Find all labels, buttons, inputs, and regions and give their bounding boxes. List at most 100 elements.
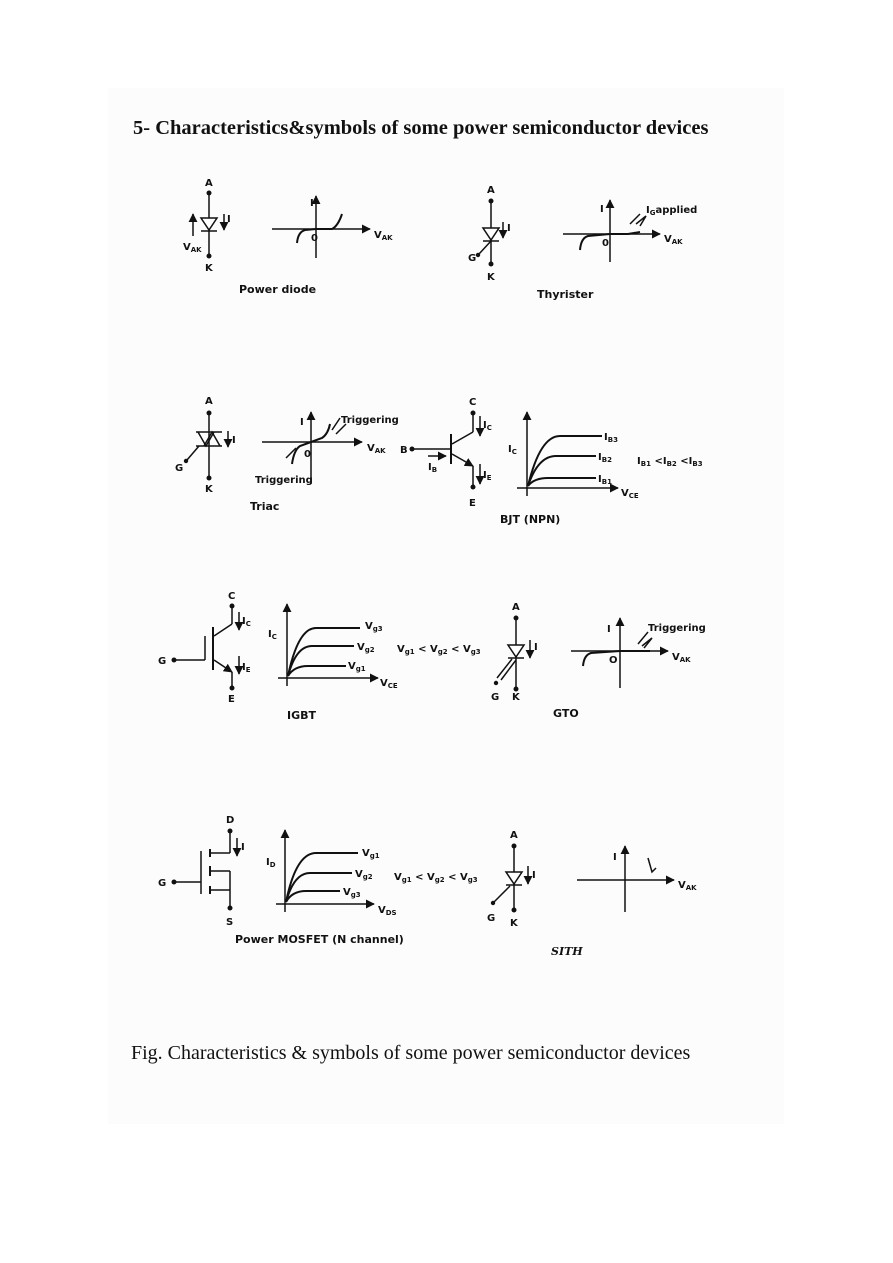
ic-axis-label: IC <box>508 444 517 456</box>
gate-label: G <box>175 463 183 474</box>
gate-label: G <box>158 656 166 667</box>
vg-inequality: Vg1 < Vg2 < Vg3 <box>397 644 481 656</box>
sith-caption: SITH <box>551 945 583 958</box>
vak-axis-label: VAK <box>664 234 683 246</box>
ib-label: IB <box>428 462 437 474</box>
mosfet-panel: D G S I ID Vg1 Vg2 Vg3 VDS Vg1 < Vg2 < V… <box>158 815 478 946</box>
vds-axis-label: VDS <box>378 905 397 917</box>
bjt-panel: C B E IC IE IB IC IB3 IB2 IB1 VCE IB1 <I… <box>400 397 703 526</box>
power-diode-caption: Power diode <box>239 283 316 296</box>
gate-label: G <box>491 692 499 703</box>
anode-label: A <box>487 185 495 196</box>
vg2-label: Vg2 <box>355 869 373 881</box>
vg-inequality: Vg1 < Vg2 < Vg3 <box>394 872 478 884</box>
gate-label: G <box>158 878 166 889</box>
mosfet-caption: Power MOSFET (N channel) <box>235 933 404 946</box>
gto-caption: GTO <box>553 707 579 720</box>
igbt-caption: IGBT <box>287 709 317 722</box>
thyristor-panel: A K G I I 0 IGapplied VAK Thyrister <box>468 185 697 301</box>
power-diode-characteristic: I 0 VAK <box>272 195 393 258</box>
igbt-symbol: C G E IC IE <box>158 591 251 705</box>
triac-characteristic: I 0 Triggering Triggering VAK <box>255 411 399 486</box>
triac-caption: Triac <box>250 500 279 513</box>
emitter-label: E <box>228 694 235 705</box>
origin-label: 0 <box>311 233 318 244</box>
collector-label: C <box>228 591 235 602</box>
vg1-label: Vg1 <box>348 661 366 673</box>
collector-label: C <box>469 397 476 408</box>
vce-axis-label: VCE <box>621 488 639 500</box>
mosfet-symbol: D G S I <box>158 815 245 928</box>
vg1-label: Vg1 <box>362 848 380 860</box>
ic-axis-label: IC <box>268 629 277 641</box>
mosfet-characteristic: ID Vg1 Vg2 Vg3 VDS Vg1 < Vg2 < Vg3 <box>266 829 478 917</box>
triggering-bottom-label: Triggering <box>255 475 313 486</box>
drain-label: D <box>226 815 234 826</box>
vak-label: VAK <box>183 242 202 254</box>
i-axis-label: I <box>310 198 314 209</box>
current-label: I <box>534 642 538 653</box>
anode-label: A <box>510 830 518 841</box>
source-label: S <box>226 917 233 928</box>
i-axis-label: I <box>600 204 604 215</box>
vce-axis-label: VCE <box>380 678 398 690</box>
cathode-label: K <box>512 692 521 703</box>
vg3-label: Vg3 <box>365 621 383 633</box>
igbt-characteristic: IC Vg3 Vg2 Vg1 VCE Vg1 < Vg2 < Vg3 <box>268 603 481 690</box>
ib3-label: IB3 <box>604 432 618 444</box>
anode-label: A <box>512 602 520 613</box>
cathode-label: K <box>205 484 214 495</box>
ic-label: IC <box>242 616 251 628</box>
scanned-page <box>108 88 784 1124</box>
anode-label: A <box>205 178 213 189</box>
ib2-label: IB2 <box>598 452 612 464</box>
vak-axis-label: VAK <box>678 880 697 892</box>
ib-inequality: IB1 <IB2 <IB3 <box>637 456 703 468</box>
sith-panel: A G K I I VAK SITH <box>487 830 697 958</box>
id-axis-label: ID <box>266 857 276 869</box>
current-label: I <box>532 870 536 881</box>
thyristor-characteristic: I 0 IGapplied VAK <box>563 199 697 262</box>
gto-panel: A G K I I O Triggering VAK GTO <box>491 602 706 720</box>
bjt-symbol: C B E IC IE IB <box>400 397 492 509</box>
triggering-top-label: Triggering <box>341 415 399 426</box>
i-axis-label: I <box>300 417 304 428</box>
ig-applied-label: IGapplied <box>646 205 697 217</box>
current-label: I <box>232 435 236 446</box>
emitter-label: E <box>469 498 476 509</box>
ie-label: IE <box>242 662 251 674</box>
gate-label: G <box>468 253 476 264</box>
cathode-label: K <box>205 263 214 274</box>
thyristor-caption: Thyrister <box>537 288 594 301</box>
page-heading: 5- Characteristics&symbols of some power… <box>133 117 709 139</box>
gate-label: G <box>487 913 495 924</box>
i-axis-label: I <box>607 624 611 635</box>
i-axis-label: I <box>613 852 617 863</box>
igbt-panel: C G E IC IE IC Vg3 Vg2 Vg1 VCE Vg1 < Vg2… <box>158 591 481 722</box>
vg3-label: Vg3 <box>343 887 361 899</box>
sith-characteristic: I VAK <box>577 845 697 912</box>
origin-label: 0 <box>304 449 311 460</box>
current-label: I <box>507 223 511 234</box>
base-label: B <box>400 445 408 456</box>
ic-label: IC <box>483 420 492 432</box>
current-label: I <box>227 214 231 225</box>
bjt-characteristic: IC IB3 IB2 IB1 VCE IB1 <IB2 <IB3 <box>508 411 703 500</box>
ie-label: IE <box>483 470 492 482</box>
origin-label: O <box>609 655 618 666</box>
thyristor-symbol: A K G I <box>468 185 511 283</box>
vak-axis-label: VAK <box>367 443 386 455</box>
triggering-label: Triggering <box>648 623 706 634</box>
power-diode-panel: A K I VAK I 0 VAK Power diode <box>183 178 393 296</box>
gto-symbol: A G K I <box>491 602 538 703</box>
triac-symbol: A K G I <box>175 396 236 495</box>
ib1-label: IB1 <box>598 474 612 486</box>
vg2-label: Vg2 <box>357 642 375 654</box>
current-label: I <box>241 842 245 853</box>
anode-label: A <box>205 396 213 407</box>
power-diode-symbol: A K I VAK <box>183 178 231 274</box>
cathode-label: K <box>510 918 519 929</box>
origin-label: 0 <box>602 238 609 249</box>
bjt-caption: BJT (NPN) <box>500 513 560 526</box>
